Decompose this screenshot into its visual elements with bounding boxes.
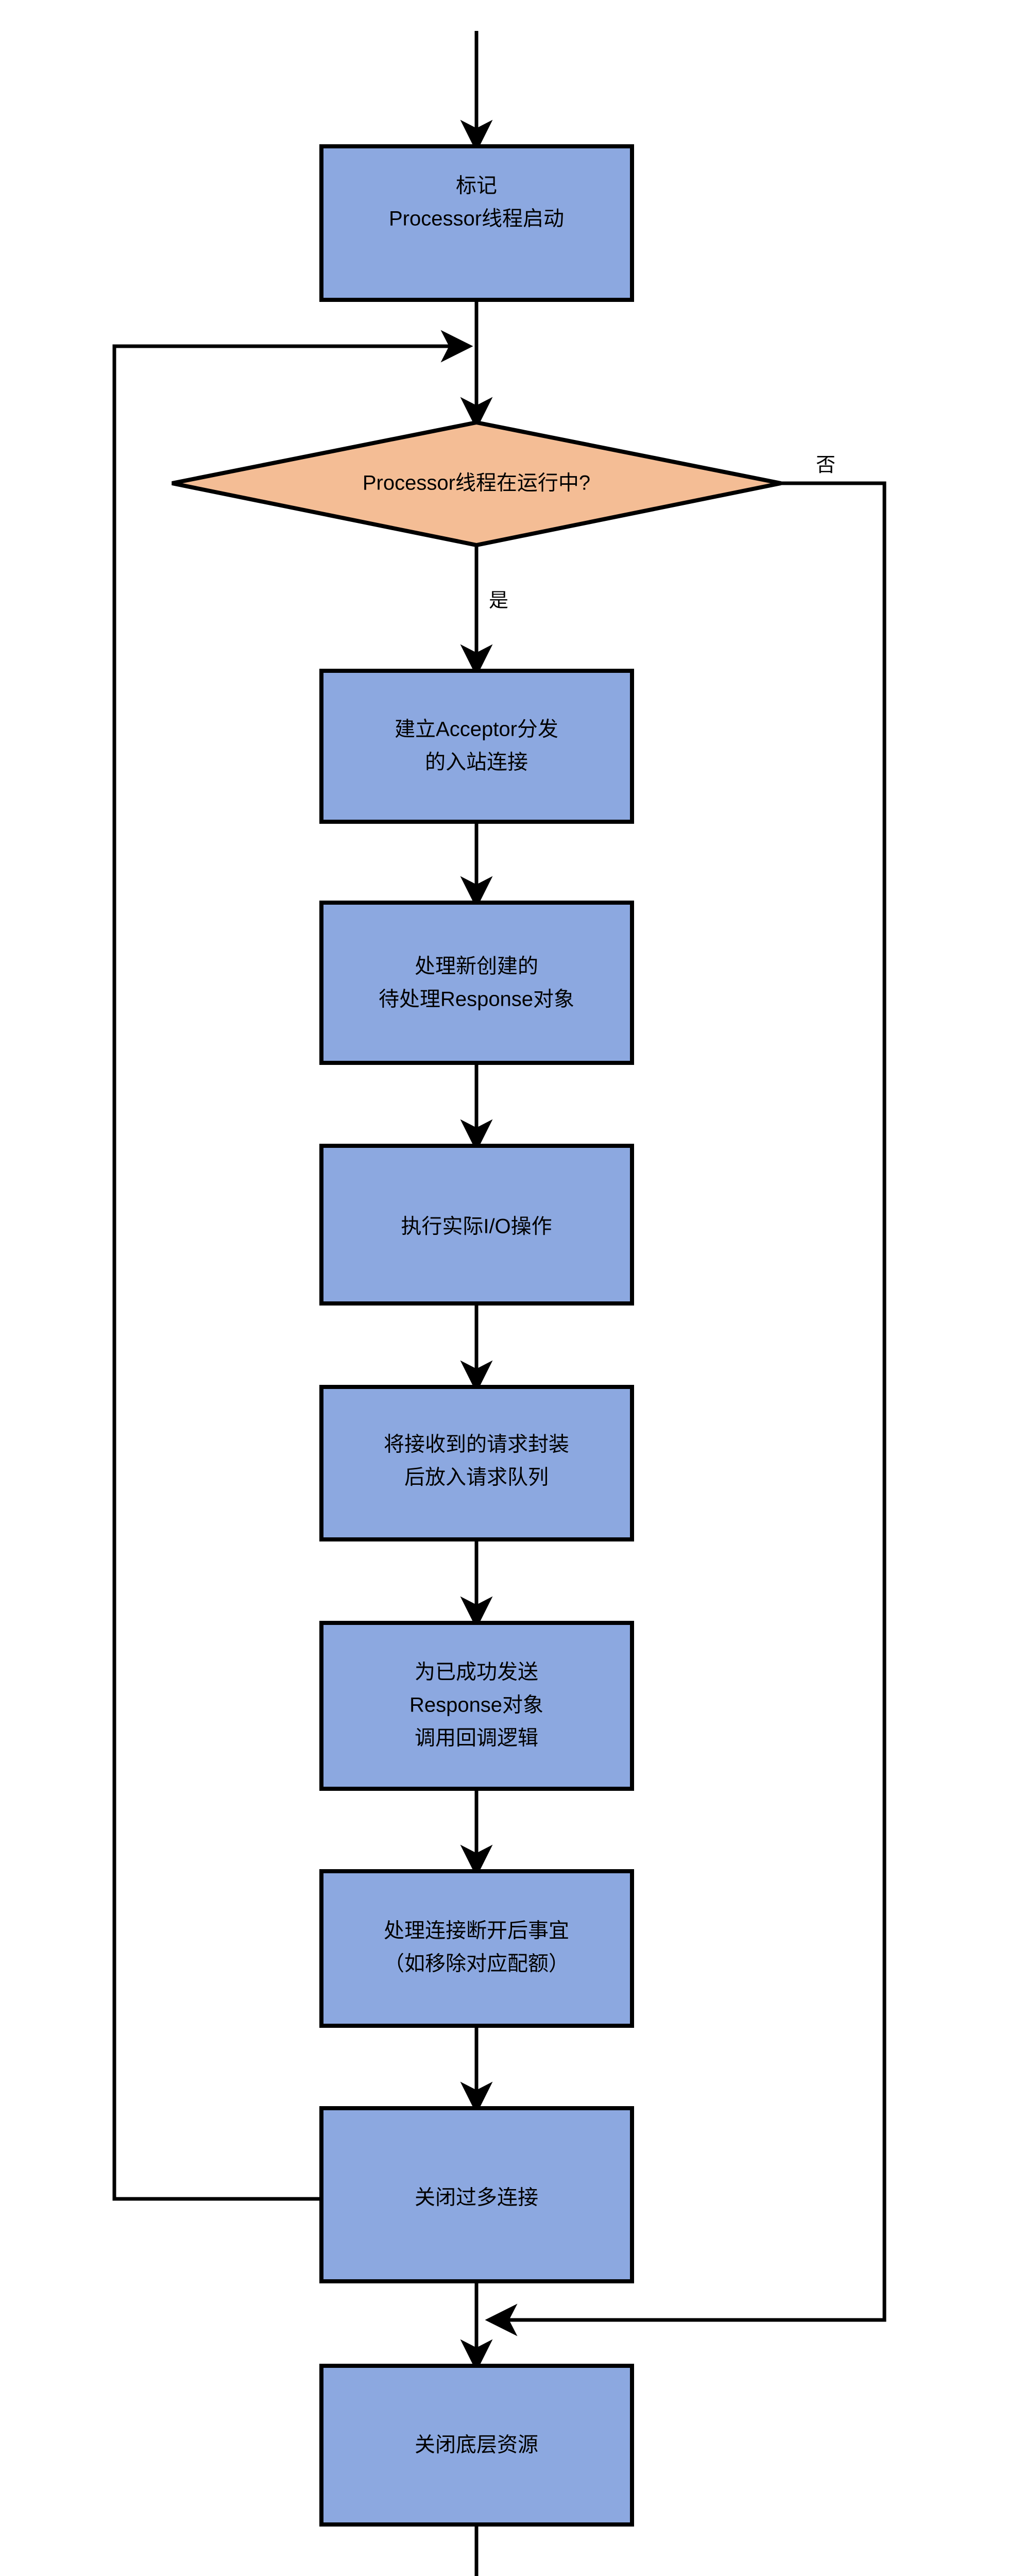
- edge-n9-loopback-to-n2: [112, 330, 473, 2201]
- node-n5-line1: 执行实际I/O操作: [401, 1215, 552, 1238]
- edge-label-yes: 是: [489, 590, 508, 612]
- node-close-underlying-resources[interactable]: 关闭底层资源: [319, 2364, 634, 2527]
- node-n4-line2: 待处理Response对象: [379, 988, 574, 1011]
- node-n3-line1: 建立Acceptor分发: [395, 718, 558, 741]
- node-n2-line1: Processor线程在运行中?: [363, 472, 590, 495]
- node-n7-line2: Response对象: [409, 1694, 543, 1717]
- node-is-processor-thread-running[interactable]: Processor线程在运行中?: [172, 420, 781, 548]
- node-n1-line2: Processor线程启动: [389, 208, 564, 230]
- node-n7-line1: 为已成功发送: [415, 1661, 538, 1684]
- node-n8-line2: （如移除对应配额）: [384, 1953, 569, 1975]
- node-close-excess-connections[interactable]: 关闭过多连接: [319, 2106, 634, 2283]
- node-n4-line1: 处理新创建的: [415, 955, 538, 978]
- node-perform-actual-io-operations[interactable]: 执行实际I/O操作: [319, 1144, 634, 1306]
- node-n6-line1: 将接收到的请求封装: [384, 1433, 569, 1456]
- node-n10-line1: 关闭底层资源: [415, 2434, 538, 2456]
- node-handle-post-disconnect-tasks[interactable]: 处理连接断开后事宜 （如移除对应配额）: [319, 1869, 634, 2028]
- edge-label-no: 否: [816, 454, 835, 476]
- node-mark-processor-thread-started[interactable]: 标记 Processor线程启动: [319, 144, 634, 302]
- node-n7-line3: 调用回调逻辑: [415, 1727, 538, 1750]
- edge-n2-to-n10-no: [485, 481, 886, 2336]
- node-invoke-callback-for-sent-response[interactable]: 为已成功发送 Response对象 调用回调逻辑: [319, 1621, 634, 1791]
- node-n6-line2: 后放入请求队列: [404, 1466, 549, 1489]
- node-n9-line1: 关闭过多连接: [415, 2187, 538, 2209]
- node-n3-line2: 的入站连接: [425, 751, 528, 774]
- node-n8-line1: 处理连接断开后事宜: [384, 1920, 569, 1942]
- node-n1-line1: 标记: [456, 175, 497, 197]
- node-establish-acceptor-dispatched-inbound-connection[interactable]: 建立Acceptor分发 的入站连接: [319, 669, 634, 824]
- node-process-newly-created-pending-response[interactable]: 处理新创建的 待处理Response对象: [319, 901, 634, 1065]
- node-wrap-received-requests-into-request-queue[interactable]: 将接收到的请求封装 后放入请求队列: [319, 1385, 634, 1541]
